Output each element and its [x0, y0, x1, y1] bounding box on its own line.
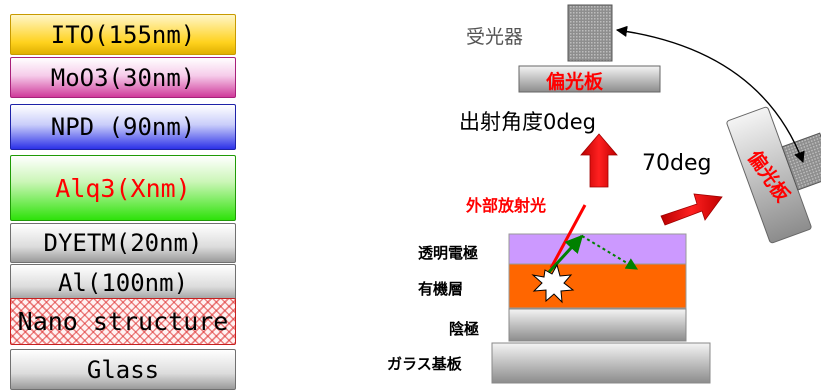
layer-alq3: Alq3(Xnm)	[10, 155, 236, 221]
layer-npd-label: NPD (90nm)	[50, 113, 196, 141]
layer-nano-structure-label: Nano structure	[17, 307, 229, 336]
detector	[567, 4, 613, 62]
device-transparent-electrode	[508, 233, 687, 265]
ray-reflected	[547, 234, 584, 274]
layer-nano-structure: Nano structure	[10, 298, 236, 345]
layer-al: Al(100nm)	[10, 264, 236, 302]
layer-npd: NPD (90nm)	[10, 104, 236, 150]
ray-guided	[581, 235, 639, 270]
external-emission-label: 外部放射光	[466, 196, 547, 215]
arrow-70deg	[660, 193, 723, 226]
layer-moo3: MoO3(30nm)	[10, 57, 236, 98]
label-cathode: 陰極	[449, 320, 480, 338]
emission-angle-label: 出射角度0deg	[459, 110, 596, 134]
label-transparent-electrode: 透明電極	[418, 244, 479, 262]
polarizer-top-label: 偏光板	[546, 71, 604, 93]
label-glass-substrate: ガラス基板	[387, 355, 462, 373]
emission-burst-icon	[531, 263, 575, 304]
arrow-0deg	[580, 133, 618, 188]
rotation-arrow	[615, 25, 805, 164]
detector-label: 受光器	[466, 26, 524, 48]
layer-alq3-label: Alq3(Xnm)	[55, 173, 191, 203]
layer-ito-label: ITO(155nm)	[50, 20, 196, 49]
layer-dyetm-label: DYETM(20nm)	[43, 229, 203, 257]
device-organic-layer	[508, 263, 687, 309]
layer-moo3-label: MoO3(30nm)	[50, 63, 196, 92]
label-organic-layer: 有機層	[418, 280, 464, 298]
layer-glass-label: Glass	[86, 355, 160, 384]
device-cathode	[508, 308, 687, 342]
layer-ito: ITO(155nm)	[10, 14, 236, 55]
layer-glass: Glass	[10, 349, 236, 390]
device-glass-substrate	[491, 342, 711, 384]
angle-70-label: 70deg	[642, 151, 712, 176]
layer-al-label: Al(100nm)	[57, 269, 189, 297]
layer-dyetm: DYETM(20nm)	[10, 223, 236, 263]
